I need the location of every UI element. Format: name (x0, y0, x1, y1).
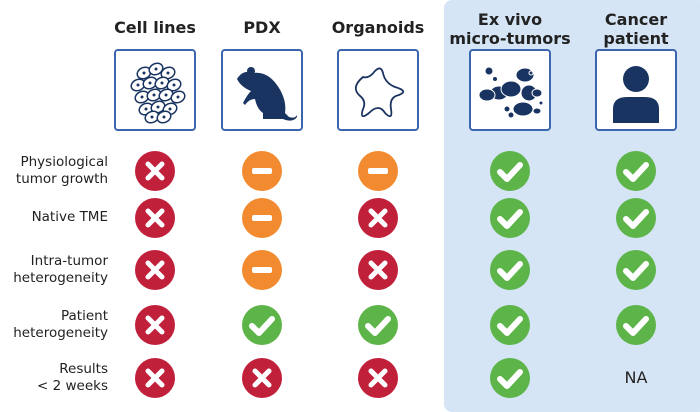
check-icon (490, 358, 530, 398)
not-applicable-label: NA (624, 368, 648, 387)
check-icon (490, 151, 530, 191)
check-icon (490, 305, 530, 345)
row-label: Intra-tumor heterogeneity (13, 253, 108, 286)
cross-icon (135, 151, 175, 191)
column-header: PDX (243, 18, 281, 37)
column-header: Cancer patient (603, 10, 669, 48)
check-icon (616, 250, 656, 290)
minus-icon (242, 198, 282, 238)
check-icon (490, 250, 530, 290)
cross-icon (135, 358, 175, 398)
cross-icon (242, 358, 282, 398)
organoid-star-icon (354, 67, 405, 118)
check-icon (490, 198, 530, 238)
check-icon (242, 305, 282, 345)
row-label: Results < 2 weeks (37, 361, 108, 394)
cross-icon (358, 250, 398, 290)
row-label: Native TME (31, 209, 108, 225)
cross-icon (358, 358, 398, 398)
column-icon-box (337, 49, 419, 131)
cross-icon (358, 198, 398, 238)
minus-icon (358, 151, 398, 191)
row-label: Physiological tumor growth (15, 154, 108, 187)
column-header: Organoids (331, 18, 425, 37)
row-label: Patient heterogeneity (13, 308, 108, 341)
column-header: Ex vivo micro-tumors (449, 10, 571, 48)
cross-icon (135, 305, 175, 345)
micro-tumors-icon (478, 66, 544, 119)
cross-icon (135, 198, 175, 238)
minus-icon (242, 151, 282, 191)
check-icon (616, 151, 656, 191)
column-icon-box (595, 49, 677, 131)
column-header: Cell lines (114, 18, 196, 37)
person-icon (613, 66, 659, 123)
mouse-icon (237, 67, 297, 121)
column-icon-box (469, 49, 551, 131)
cross-icon (135, 250, 175, 290)
column-icon-box (114, 49, 196, 131)
column-icon-box (221, 49, 303, 131)
cell-cluster-icon (130, 62, 186, 124)
check-icon (358, 305, 398, 345)
minus-icon (242, 250, 282, 290)
check-icon (616, 305, 656, 345)
check-icon (616, 198, 656, 238)
